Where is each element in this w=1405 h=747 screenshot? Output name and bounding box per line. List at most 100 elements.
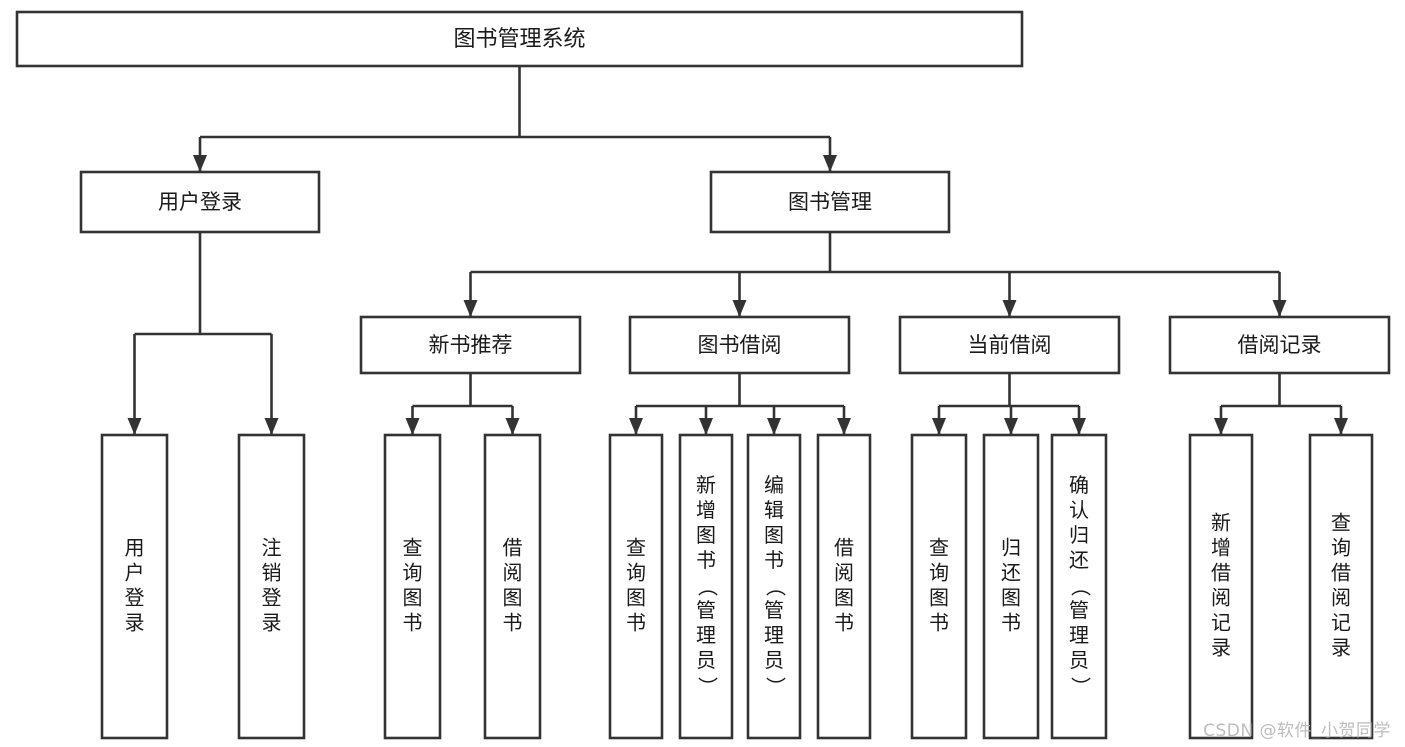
svg-text:登: 登	[262, 586, 282, 610]
arrow-head-icon	[1334, 418, 1348, 435]
svg-text:录: 录	[262, 611, 282, 635]
arrow-head-icon	[767, 418, 781, 435]
svg-text:理: 理	[696, 623, 716, 647]
node-label-book-borrow: 图书借阅	[698, 333, 782, 357]
svg-text:查: 查	[403, 536, 423, 560]
arrow-head-icon	[264, 418, 279, 435]
svg-text:借: 借	[1331, 561, 1351, 585]
svg-text:编: 编	[764, 473, 784, 497]
watermark-text: CSDN @软件_小贺同学	[1203, 721, 1391, 741]
svg-text:书: 书	[834, 611, 854, 635]
node-leaf-user-login[interactable]: 用户登录	[100, 433, 169, 740]
svg-text:理: 理	[764, 623, 784, 647]
svg-text:询: 询	[1331, 536, 1351, 560]
svg-text:）: ）	[696, 677, 720, 697]
svg-text:图: 图	[1001, 586, 1021, 610]
node-label-current-borrow: 当前借阅	[968, 333, 1052, 357]
svg-text:询: 询	[626, 561, 646, 585]
svg-text:）: ）	[764, 677, 788, 697]
svg-text:户: 户	[125, 561, 145, 585]
node-root[interactable]: 图书管理系统	[15, 10, 1024, 68]
arrow-head-icon	[463, 300, 478, 317]
svg-text:书: 书	[696, 548, 716, 572]
node-label-root: 图书管理系统	[453, 27, 585, 52]
svg-text:）: ）	[1069, 677, 1093, 697]
arrow-head-icon	[1272, 300, 1287, 317]
svg-text:书: 书	[1001, 611, 1021, 635]
svg-text:书: 书	[503, 611, 523, 635]
svg-text:销: 销	[262, 561, 282, 585]
svg-text:图: 图	[834, 586, 854, 610]
arrow-head-icon	[732, 300, 747, 317]
svg-text:还: 还	[1001, 561, 1021, 585]
arrow-head-icon	[1214, 418, 1228, 435]
arrow-head-icon	[1004, 418, 1018, 435]
node-book-management[interactable]: 图书管理	[709, 170, 951, 234]
svg-text:增: 增	[1211, 536, 1231, 560]
arrow-head-icon	[127, 418, 142, 435]
svg-text:阅: 阅	[1211, 586, 1231, 610]
svg-text:理: 理	[1069, 623, 1089, 647]
svg-text:增: 增	[696, 498, 716, 522]
node-new-book-recommend[interactable]: 新书推荐	[359, 315, 582, 375]
svg-text:（: （	[1069, 577, 1093, 597]
svg-text:图: 图	[696, 523, 716, 547]
svg-text:用: 用	[125, 536, 145, 560]
node-book-borrow[interactable]: 图书借阅	[628, 315, 851, 375]
svg-text:归: 归	[1001, 536, 1021, 560]
svg-text:员: 员	[696, 648, 716, 672]
svg-text:确: 确	[1069, 473, 1089, 497]
svg-text:图: 图	[764, 523, 784, 547]
svg-text:管: 管	[696, 598, 716, 622]
svg-text:阅: 阅	[834, 561, 854, 585]
svg-text:（: （	[696, 577, 720, 597]
svg-text:借: 借	[1211, 561, 1231, 585]
svg-text:借: 借	[834, 536, 854, 560]
node-current-borrow[interactable]: 当前借阅	[898, 315, 1121, 375]
svg-text:书: 书	[929, 611, 949, 635]
svg-text:询: 询	[403, 561, 423, 585]
svg-text:员: 员	[1069, 648, 1089, 672]
node-label-book-management: 图书管理	[788, 190, 872, 214]
svg-text:书: 书	[626, 611, 646, 635]
svg-text:阅: 阅	[503, 561, 523, 585]
svg-text:（: （	[764, 577, 788, 597]
svg-text:查: 查	[626, 536, 646, 560]
svg-text:注: 注	[262, 536, 282, 560]
arrow-head-icon	[505, 418, 520, 435]
node-label-borrow-record: 借阅记录	[1238, 333, 1322, 357]
svg-text:查: 查	[1331, 511, 1351, 535]
node-label-user-login: 用户登录	[158, 190, 242, 214]
node-borrow-record[interactable]: 借阅记录	[1168, 315, 1391, 375]
node-user-login[interactable]: 用户登录	[79, 170, 321, 234]
node-label-new-book-recommend: 新书推荐	[429, 333, 513, 357]
svg-text:认: 认	[1069, 498, 1089, 522]
svg-text:图: 图	[929, 586, 949, 610]
nodes-layer: 图书管理系统用户登录图书管理新书推荐图书借阅当前借阅借阅记录用户登录注销登录查询…	[15, 10, 1391, 740]
svg-text:还: 还	[1069, 548, 1089, 572]
svg-text:管: 管	[764, 598, 784, 622]
